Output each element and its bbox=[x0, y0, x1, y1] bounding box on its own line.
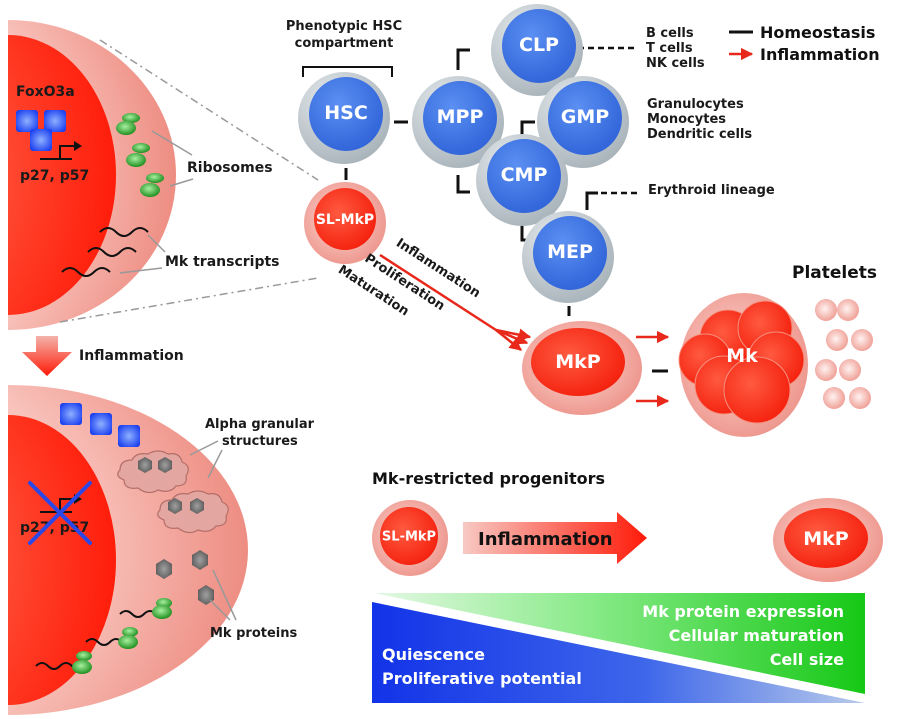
repression-cross-icon bbox=[28, 481, 92, 545]
cell-hsc: HSC bbox=[298, 72, 390, 164]
decreasing-label: Proliferative potential bbox=[382, 669, 582, 688]
platelet bbox=[823, 387, 845, 409]
legend-inflammation: Inflammation bbox=[760, 45, 880, 64]
compartment-label-2: compartment bbox=[295, 36, 394, 51]
mk-label: Mk bbox=[726, 345, 758, 367]
cell-nucleus bbox=[533, 216, 607, 290]
zoomed-cell-homeostasis: FoxO3a p27, p57 Ribosomes bbox=[8, 20, 280, 330]
cell-nucleus bbox=[502, 9, 576, 83]
platelet bbox=[815, 359, 837, 381]
platelet bbox=[815, 299, 837, 321]
dashed-connectors bbox=[578, 46, 640, 195]
cell-nucleus bbox=[309, 77, 383, 151]
hsc-compartment-bracket: Phenotypic HSC compartment bbox=[286, 19, 402, 77]
cell-nucleus bbox=[531, 328, 625, 396]
alpha-granules-label: Alpha granular bbox=[205, 417, 315, 432]
mk-proteins-label: Mk proteins bbox=[210, 626, 297, 641]
summary-title: Mk-restricted progenitors bbox=[372, 469, 605, 488]
platelet bbox=[826, 329, 848, 351]
cell-mkp: MkP bbox=[522, 321, 642, 415]
decreasing-wedge bbox=[372, 602, 865, 703]
increasing-label: Mk protein expression bbox=[642, 602, 844, 621]
mkp-label: MkP bbox=[555, 351, 601, 373]
cell-nucleus bbox=[314, 188, 376, 250]
legend: Homeostasis Inflammation bbox=[729, 23, 880, 64]
mpp-label: MPP bbox=[437, 106, 484, 128]
cell-mpp: MPP bbox=[412, 76, 504, 168]
platelets bbox=[815, 299, 873, 409]
ribosomes-label: Ribosomes bbox=[187, 160, 273, 176]
gmp-label: GMP bbox=[561, 106, 610, 128]
cmp-label: CMP bbox=[501, 164, 548, 186]
cell-sl-mkp: SL-MkP bbox=[304, 182, 386, 264]
mk-transcripts-icon bbox=[61, 227, 149, 277]
mkp-label: MkP bbox=[803, 528, 849, 550]
cell-clp: CLP bbox=[491, 4, 583, 96]
clp-label: CLP bbox=[519, 34, 559, 56]
increasing-label: Cell size bbox=[770, 650, 844, 669]
right-arrow-icon bbox=[463, 512, 647, 564]
sl-mkp-label: SL-MkP bbox=[316, 212, 374, 228]
increasing-wedge bbox=[374, 593, 865, 694]
output-label: B cells bbox=[646, 26, 694, 41]
mkp-to-mk-arrows bbox=[636, 330, 670, 408]
alpha-granules-label-2: structures bbox=[222, 434, 298, 449]
foxo3a-label: FoxO3a bbox=[16, 84, 75, 100]
ribosomes-icon bbox=[116, 113, 164, 197]
mep-label: MEP bbox=[547, 241, 593, 263]
translating-ribosomes-icon bbox=[35, 598, 172, 674]
down-arrow-icon bbox=[22, 336, 72, 376]
zoomed-cell-inflammation: p27, p57 Alpha granular structures Mk pr… bbox=[8, 385, 315, 715]
cell-nucleus bbox=[423, 81, 497, 155]
bypass-inflammation-arrows bbox=[379, 253, 532, 351]
nucleus bbox=[8, 35, 116, 315]
property-gradient: Mk protein expression Cellular maturatio… bbox=[372, 593, 865, 703]
foxo3a-complex-icon bbox=[16, 110, 66, 151]
summary-start-cell: SL-MkP bbox=[372, 500, 448, 576]
cell-nucleus bbox=[487, 139, 561, 213]
inflammation-transition: Inflammation bbox=[22, 336, 184, 376]
megakaryocyte: Mk bbox=[678, 293, 808, 437]
gmp-outputs: Granulocytes Monocytes Dendritic cells bbox=[647, 97, 752, 142]
output-label: Granulocytes bbox=[647, 97, 744, 112]
summary-end-cell: MkP bbox=[773, 498, 883, 582]
output-label: Monocytes bbox=[647, 112, 726, 127]
cell-mep: MEP bbox=[522, 211, 614, 303]
platelet bbox=[839, 359, 861, 381]
output-label: Dendritic cells bbox=[647, 127, 752, 142]
output-label: T cells bbox=[646, 41, 693, 56]
decreasing-label: Quiescence bbox=[382, 645, 485, 664]
zoom-guide-lines bbox=[59, 39, 319, 323]
cell-gmp: GMP bbox=[537, 76, 629, 168]
erythroid-label: Erythroid lineage bbox=[648, 183, 775, 198]
p27-p57-label: p27, p57 bbox=[20, 168, 89, 184]
arrow-label: Inflammation bbox=[478, 529, 613, 550]
legend-homeostasis: Homeostasis bbox=[760, 23, 875, 42]
clp-outputs: B cells T cells NK cells bbox=[646, 26, 705, 71]
promoter-arrow-icon bbox=[40, 141, 82, 160]
mk-transcripts-label: Mk transcripts bbox=[165, 254, 280, 270]
output-label: NK cells bbox=[646, 56, 705, 71]
foxo3a-dispersed-icon bbox=[60, 403, 140, 447]
hsc-label: HSC bbox=[324, 102, 368, 124]
alpha-granule-icon bbox=[117, 450, 189, 494]
platelet bbox=[849, 387, 871, 409]
cell-cmp: CMP bbox=[476, 134, 568, 226]
transition-label: Inflammation bbox=[79, 348, 184, 364]
sl-mkp-label: SL-MkP bbox=[382, 530, 436, 545]
compartment-label: Phenotypic HSC bbox=[286, 19, 402, 34]
summary-inflammation-arrow: Inflammation bbox=[463, 512, 647, 564]
increasing-label: Cellular maturation bbox=[669, 626, 844, 645]
alpha-granule-icon bbox=[157, 490, 229, 534]
cell-nucleus bbox=[548, 81, 622, 155]
platelet bbox=[851, 329, 873, 351]
platelets-label: Platelets bbox=[792, 263, 877, 283]
platelet bbox=[837, 299, 859, 321]
